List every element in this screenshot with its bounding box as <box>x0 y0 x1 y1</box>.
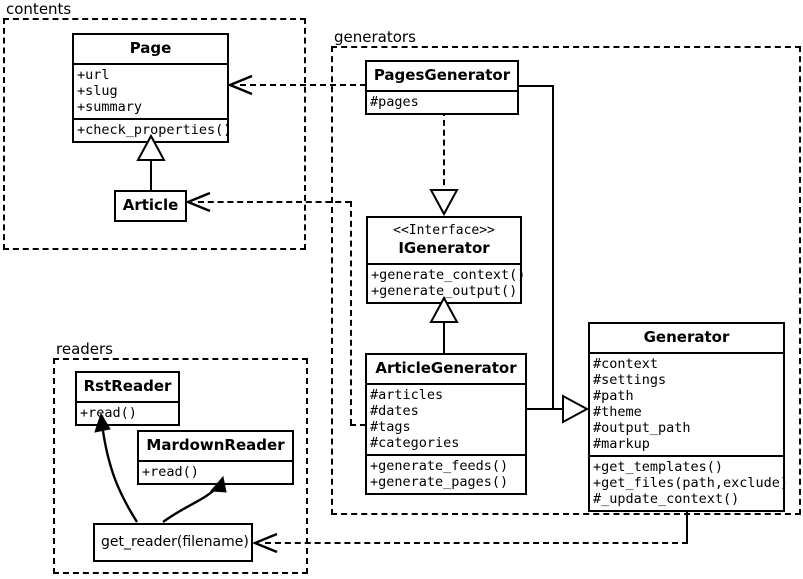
class-operations-generator: +get_templates() +get_files(path,exclude… <box>590 455 789 510</box>
attribute: #theme <box>593 404 642 420</box>
attribute: #pages <box>370 94 419 110</box>
class-attributes-pagesgenerator: #pages <box>367 90 517 113</box>
operation: +generate_context() <box>371 267 526 283</box>
attribute: +url <box>77 67 110 83</box>
attribute: #dates <box>370 403 419 419</box>
class-name-generator: Generator <box>643 328 730 346</box>
operation: +get_templates() <box>593 459 724 475</box>
edge-articlegenerator-generator-h <box>526 408 572 410</box>
class-box-rstreader[interactable]: RstReader +read() <box>75 371 180 426</box>
edge-pagesgenerator-igenerator <box>443 110 445 195</box>
operation: #_update_context() <box>593 491 740 507</box>
class-name-pagesgenerator: PagesGenerator <box>373 66 511 84</box>
operation: +generate_pages() <box>370 474 509 490</box>
class-box-igenerator[interactable]: <<Interface>> IGenerator +generate_conte… <box>366 216 526 304</box>
class-operations-rstreader: +read() <box>77 401 178 424</box>
operation: +read() <box>80 405 137 421</box>
attribute: #tags <box>370 419 411 435</box>
class-attributes-articlegenerator: #articles #dates #tags #categories <box>367 383 525 454</box>
package-frame-generators <box>331 46 801 515</box>
attribute: +slug <box>77 83 118 99</box>
attribute: #settings <box>593 372 667 388</box>
package-frame-readers <box>53 358 308 574</box>
attribute: #articles <box>370 387 444 403</box>
operation: +read() <box>142 464 199 480</box>
class-attributes-page: +url +slug +summary <box>74 63 227 118</box>
class-box-articlegenerator[interactable]: ArticleGenerator #articles #dates #tags … <box>365 353 527 495</box>
class-stereotype-igenerator: <<Interface>> <box>393 223 495 238</box>
edge-articlegenerator-article-h1 <box>350 424 366 426</box>
class-box-get-reader[interactable]: get_reader(filename) <box>93 523 253 562</box>
function-name-get-reader: get_reader(filename) <box>101 534 249 550</box>
class-name-page: Page <box>129 39 172 57</box>
class-name-mardownreader: MardownReader <box>146 436 285 454</box>
class-operations-igenerator: +generate_context() +generate_output() <box>368 263 526 302</box>
attribute: #categories <box>370 435 460 451</box>
operation: +generate_feeds() <box>370 458 509 474</box>
edge-articlegenerator-article-h2 <box>198 201 351 203</box>
class-box-article[interactable]: Article <box>114 190 187 222</box>
class-box-pagesgenerator[interactable]: PagesGenerator #pages <box>365 60 519 115</box>
edge-pagesgenerator-generator-v <box>552 85 554 410</box>
edge-article-page-vertical <box>150 135 152 191</box>
class-attributes-generator: #context #settings #path #theme #output_… <box>590 352 783 455</box>
edge-articlegenerator-igenerator <box>443 317 445 353</box>
class-name-text-igenerator: IGenerator <box>398 239 490 257</box>
edge-generator-getreader-stub <box>686 503 688 543</box>
class-box-page[interactable]: Page +url +slug +summary +check_properti… <box>72 33 232 143</box>
package-frame-contents <box>3 18 306 250</box>
operation: +check_properties() <box>77 122 232 138</box>
class-operations-articlegenerator: +generate_feeds() +generate_pages() <box>367 454 525 493</box>
class-operations-mardownreader: +read() <box>139 460 292 483</box>
package-label-readers: readers <box>54 341 116 357</box>
operation: +get_files(path,exclude) <box>593 475 789 491</box>
class-box-mardownreader[interactable]: MardownReader +read() <box>137 430 294 485</box>
class-box-generator[interactable]: Generator #context #settings #path #them… <box>588 322 789 512</box>
class-operations-page: +check_properties() <box>74 118 232 141</box>
class-name-articlegenerator: ArticleGenerator <box>375 359 517 377</box>
edge-pagesgenerator-page-dashed <box>240 84 366 86</box>
attribute: #markup <box>593 436 650 452</box>
operation: +generate_output() <box>371 283 518 299</box>
attribute: #context <box>593 356 659 372</box>
attribute: #path <box>593 388 634 404</box>
edge-pagesgenerator-generator-h1 <box>519 85 554 87</box>
class-name-igenerator: <<Interface>> IGenerator <box>368 218 520 263</box>
class-name-rstreader: RstReader <box>83 377 172 395</box>
edge-articlegenerator-article-v <box>350 201 352 425</box>
package-label-generators: generators <box>332 29 419 45</box>
package-label-contents: contents <box>4 1 75 17</box>
attribute: #output_path <box>593 420 691 436</box>
class-name-article: Article <box>122 196 179 214</box>
edge-generator-getreader-h <box>265 542 688 544</box>
attribute: +summary <box>77 99 143 115</box>
